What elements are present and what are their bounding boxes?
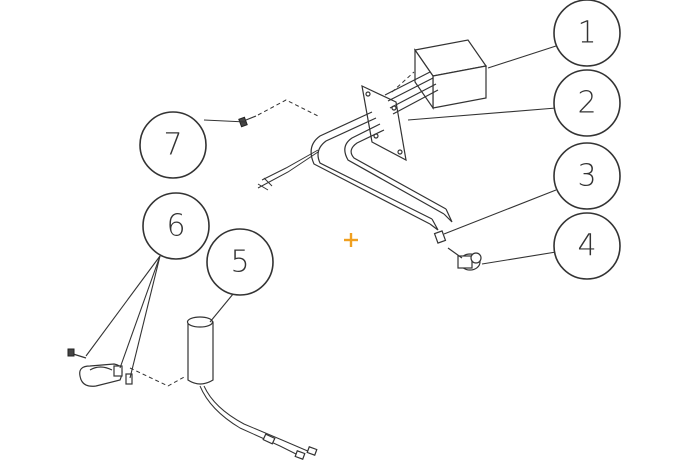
callout-number: 1 (577, 16, 596, 51)
assembly-lines (129, 71, 415, 387)
mounting-flange (361, 84, 407, 162)
callout-1: 1 (553, 0, 621, 67)
leader-lines (85, 45, 557, 379)
callout-number: 4 (577, 229, 596, 264)
heating-element (257, 71, 453, 231)
junction-box (413, 39, 488, 110)
elbow-fitting (447, 247, 482, 271)
callout-number: 6 (166, 209, 185, 244)
callout-5: 5 (206, 228, 274, 296)
callout-number: 3 (577, 159, 596, 194)
capacitor (186, 316, 318, 460)
nut (433, 230, 447, 244)
callout-number: 5 (230, 245, 249, 280)
callout-3: 3 (553, 142, 621, 210)
callout-7: 7 (139, 111, 207, 179)
callout-number: 2 (577, 86, 596, 121)
mounting-clamp (67, 348, 133, 387)
plus-icon (344, 233, 358, 247)
callout-6: 6 (142, 192, 210, 260)
callout-2: 2 (553, 69, 621, 137)
callout-4: 4 (553, 212, 621, 280)
callout-number: 7 (163, 128, 182, 163)
